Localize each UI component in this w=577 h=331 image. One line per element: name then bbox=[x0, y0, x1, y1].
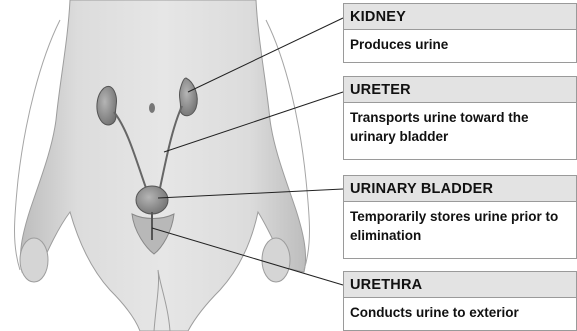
label-description-kidney: Produces urine bbox=[344, 30, 576, 60]
right-hand bbox=[262, 238, 290, 282]
torso-silhouette bbox=[20, 0, 305, 331]
label-box-ureter: URETER Transports urine toward the urina… bbox=[343, 76, 577, 160]
label-description-ureter: Transports urine toward the urinary blad… bbox=[344, 103, 576, 152]
label-title-urethra: URETHRA bbox=[344, 272, 576, 298]
label-title-kidney: KIDNEY bbox=[344, 4, 576, 30]
label-title-ureter: URETER bbox=[344, 77, 576, 103]
left-hand bbox=[20, 238, 48, 282]
label-box-kidney: KIDNEY Produces urine bbox=[343, 3, 577, 63]
navel bbox=[149, 103, 155, 113]
urinary-bladder bbox=[136, 186, 168, 214]
label-title-bladder: URINARY BLADDER bbox=[344, 176, 576, 202]
torso-illustration bbox=[0, 0, 340, 331]
label-box-urethra: URETHRA Conducts urine to exterior bbox=[343, 271, 577, 331]
label-description-bladder: Temporarily stores urine prior to elimin… bbox=[344, 202, 576, 251]
label-description-urethra: Conducts urine to exterior bbox=[344, 298, 576, 328]
label-box-bladder: URINARY BLADDER Temporarily stores urine… bbox=[343, 175, 577, 259]
